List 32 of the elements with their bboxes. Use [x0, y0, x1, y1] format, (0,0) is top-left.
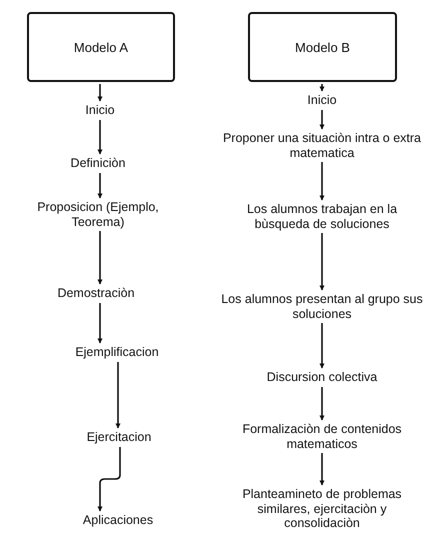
step-text: Los alumnos trabajan en la bùsqueda de soluciones: [232, 202, 412, 231]
step-text: Proponer una situaciòn intra o extra matematica: [217, 131, 427, 160]
model-box: [27, 12, 175, 82]
step-text: Los alumnos presentan al grupo sus soluciones: [217, 292, 427, 321]
node-text: Modelo A: [74, 40, 128, 54]
step-text: Ejercitacion: [64, 430, 174, 444]
step-text: Aplicaciones: [63, 513, 173, 528]
node-text: Modelo B: [295, 40, 350, 54]
arrow: [320, 84, 324, 92]
step-text: Inicio: [292, 93, 352, 108]
arrow: [98, 303, 102, 344]
step-text: Demostraciòn: [36, 286, 156, 300]
arrow: [116, 362, 120, 428]
arrow: [320, 453, 324, 486]
arrow: [98, 84, 102, 102]
arrow: [320, 233, 324, 290]
step-text: Discursion colectiva: [222, 370, 422, 384]
arrow: [320, 162, 324, 200]
arrow: [320, 387, 324, 420]
step-text: Formalizaciòn de contenidos matematicos: [237, 422, 407, 451]
model-box: [248, 12, 397, 82]
arrow: [320, 110, 324, 130]
step-text: Inicio: [70, 103, 130, 118]
arrow: [98, 447, 121, 512]
step-text: Planteamineto de problemas similares, ejercitaciòn y consolidaciòn: [222, 487, 422, 530]
arrow: [98, 120, 102, 154]
step-text: Definiciòn: [48, 156, 148, 170]
step-text: Proposicion (Ejemplo, Teorema): [13, 200, 183, 229]
arrow: [98, 173, 102, 198]
arrow: [320, 323, 324, 368]
step-text: Ejemplificacion: [52, 345, 182, 360]
arrow: [98, 231, 102, 284]
